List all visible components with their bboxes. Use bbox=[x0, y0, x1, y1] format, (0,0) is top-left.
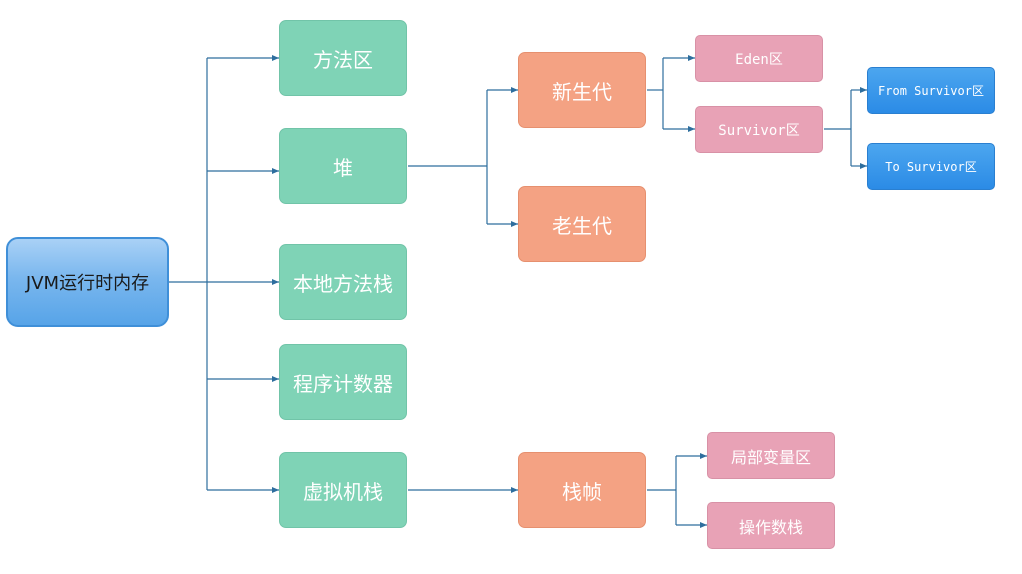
survivor-node: Survivor区 bbox=[695, 106, 823, 153]
program-counter-node: 程序计数器 bbox=[279, 344, 407, 420]
heap-node: 堆 bbox=[279, 128, 407, 204]
operand-stack-node: 操作数栈 bbox=[707, 502, 835, 549]
young-generation-node: 新生代 bbox=[518, 52, 646, 128]
eden-node: Eden区 bbox=[695, 35, 823, 82]
jvm-runtime-memory-node: JVM运行时内存 bbox=[6, 237, 169, 327]
vm-stack-node: 虚拟机栈 bbox=[279, 452, 407, 528]
method-area-node: 方法区 bbox=[279, 20, 407, 96]
stack-frame-node: 栈帧 bbox=[518, 452, 646, 528]
from-survivor-node: From Survivor区 bbox=[867, 67, 995, 114]
local-variables-node: 局部变量区 bbox=[707, 432, 835, 479]
old-generation-node: 老生代 bbox=[518, 186, 646, 262]
native-method-stack-node: 本地方法栈 bbox=[279, 244, 407, 320]
to-survivor-node: To Survivor区 bbox=[867, 143, 995, 190]
